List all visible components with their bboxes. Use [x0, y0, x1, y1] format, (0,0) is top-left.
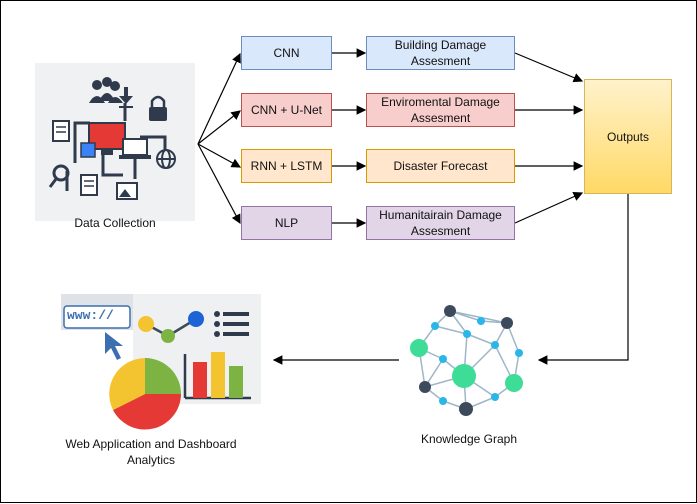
search-icon — [48, 164, 70, 188]
arrow-collection-to-nlp — [197, 143, 241, 225]
www-text: www:// — [67, 308, 114, 323]
web-app-label-line1: Web Application and Dashboard — [65, 437, 237, 451]
arrow-collection-to-rnn — [197, 143, 242, 168]
building-damage-line2: Assesment — [410, 54, 471, 68]
disaster-forecast-box: Disaster Forecast — [366, 149, 515, 183]
building-damage-box: Building Damage Assesment — [366, 36, 515, 70]
photo-icon — [116, 182, 138, 200]
lock-icon — [149, 95, 167, 121]
data-collection-illustration — [35, 63, 195, 221]
laptop-icon — [119, 138, 151, 159]
environmental-damage-box: Enviromental Damage Assesment — [366, 93, 515, 127]
web-app-label: Web Application and Dashboard Analytics — [31, 436, 271, 468]
environmental-damage-line2: Assesment — [410, 111, 471, 125]
model-nlp: NLP — [241, 206, 332, 240]
people-icon — [89, 77, 123, 103]
document-icon — [52, 120, 98, 196]
arrow-building-to-outputs — [514, 52, 584, 83]
tablet-icon — [80, 142, 96, 158]
humanitarian-damage-box: Humanitairain Damage Assesment — [366, 206, 515, 240]
arrow-collection-to-cnn-unet — [197, 110, 241, 145]
list-icon — [214, 311, 249, 337]
arrow-collection-to-cnn — [197, 52, 241, 145]
humanitarian-damage-line1: Humanitairain Damage — [379, 208, 502, 222]
humanitarian-damage-line2: Assesment — [410, 224, 471, 238]
web-app-label-line2: Analytics — [126, 453, 176, 467]
arrow-outputs-to-graph — [537, 194, 629, 365]
line-chart-icon — [138, 311, 204, 343]
knowledge-graph-label: Knowledge Graph — [420, 432, 518, 446]
pie-chart-icon — [109, 358, 181, 430]
outputs-box: Outputs — [584, 79, 672, 194]
web-app-graphic — [61, 294, 261, 430]
model-cnn-unet: CNN + U-Net — [241, 93, 332, 127]
globe-icon — [156, 149, 176, 169]
disaster-forecast-line1: Disaster Forecast — [393, 159, 488, 173]
download-icon — [119, 87, 133, 108]
monitor-icon — [88, 122, 126, 155]
web-app-illustration: www:// — [61, 294, 261, 436]
arrow-humanitarian-to-outputs — [514, 192, 584, 224]
cursor-icon — [105, 332, 123, 360]
model-rnn-lstm: RNN + LSTM — [241, 149, 332, 183]
data-collection-label: Data Collection — [74, 216, 156, 230]
bar-chart-icon — [183, 352, 251, 400]
knowledge-graph-illustration — [410, 305, 523, 416]
building-damage-line1: Building Damage — [394, 38, 487, 52]
model-cnn: CNN — [241, 36, 332, 70]
environmental-damage-line1: Enviromental Damage — [381, 95, 500, 109]
